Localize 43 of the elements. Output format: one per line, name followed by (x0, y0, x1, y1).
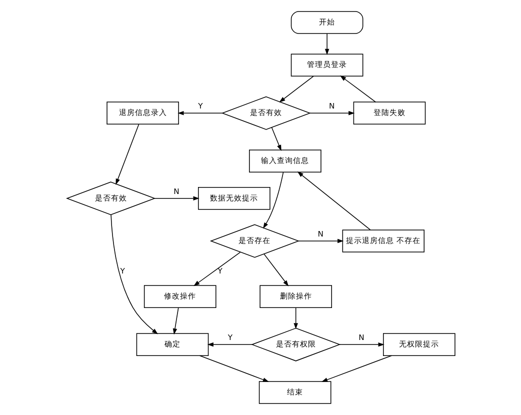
arrow (296, 172, 370, 230)
arrow (198, 355, 269, 382)
node-box: 退房信息录入 (106, 102, 178, 124)
edge-label: Y (227, 332, 232, 342)
arrow (262, 172, 284, 229)
arrow (270, 127, 281, 152)
arrow (309, 110, 354, 116)
arrow (177, 110, 222, 116)
arrow (298, 238, 344, 244)
arrow (320, 355, 392, 382)
node-box: 结束 (258, 381, 331, 404)
node-box: 管理员登录 (290, 54, 363, 77)
node-box: 数据无效提示 (198, 186, 270, 210)
arrow (339, 76, 376, 102)
node-box: 确定 (136, 333, 208, 356)
node-box: 无权限提示 (382, 333, 455, 356)
node-box: 开始 (290, 11, 363, 34)
edge-label: Y (217, 266, 222, 276)
arrow (263, 254, 288, 286)
node-diamond: 是否存在 (209, 224, 300, 258)
arrow (293, 307, 298, 330)
arrow (338, 342, 384, 347)
arrow (154, 196, 199, 200)
edge-label: N (173, 186, 179, 196)
arrow (324, 33, 329, 55)
arrow (110, 214, 158, 334)
arrow (115, 124, 139, 185)
node-box: 输入查询信息 (248, 150, 321, 172)
arrow (278, 76, 314, 102)
arrow (193, 252, 240, 286)
node-box: 提示退房信息 不存在 (342, 230, 424, 252)
edge-label: Y (120, 266, 124, 276)
node-box: 修改操作 (143, 285, 216, 308)
node-box: 删除操作 (259, 285, 332, 308)
node-box: 登陆失败 (352, 102, 426, 124)
edge-label: N (328, 102, 334, 111)
edge-label: N (317, 229, 323, 238)
arrow (172, 307, 178, 335)
arrow (206, 342, 252, 347)
edge-label: N (358, 332, 364, 342)
node-diamond: 是否有效 (65, 182, 156, 216)
edge-label: Y (198, 102, 202, 111)
node-diamond: 是否有权限 (250, 328, 340, 362)
